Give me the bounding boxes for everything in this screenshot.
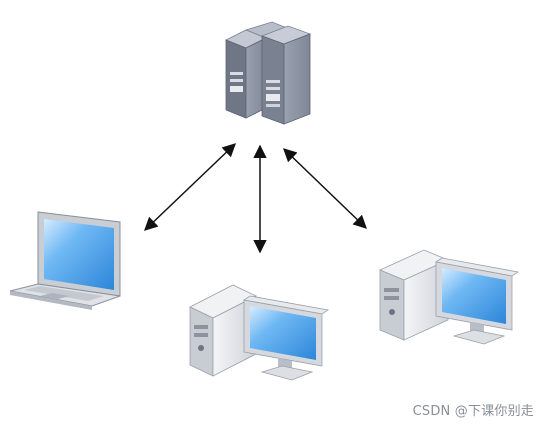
desktop-computer-icon: [189, 284, 330, 381]
server-icon: [225, 21, 312, 125]
arrow-server-desktop-right: [283, 148, 367, 229]
arrow-server-laptop: [144, 143, 236, 231]
desktop-computer-icon: [378, 249, 520, 345]
watermark: CSDN @下课你别走: [412, 404, 534, 419]
laptop-icon: [9, 211, 121, 310]
